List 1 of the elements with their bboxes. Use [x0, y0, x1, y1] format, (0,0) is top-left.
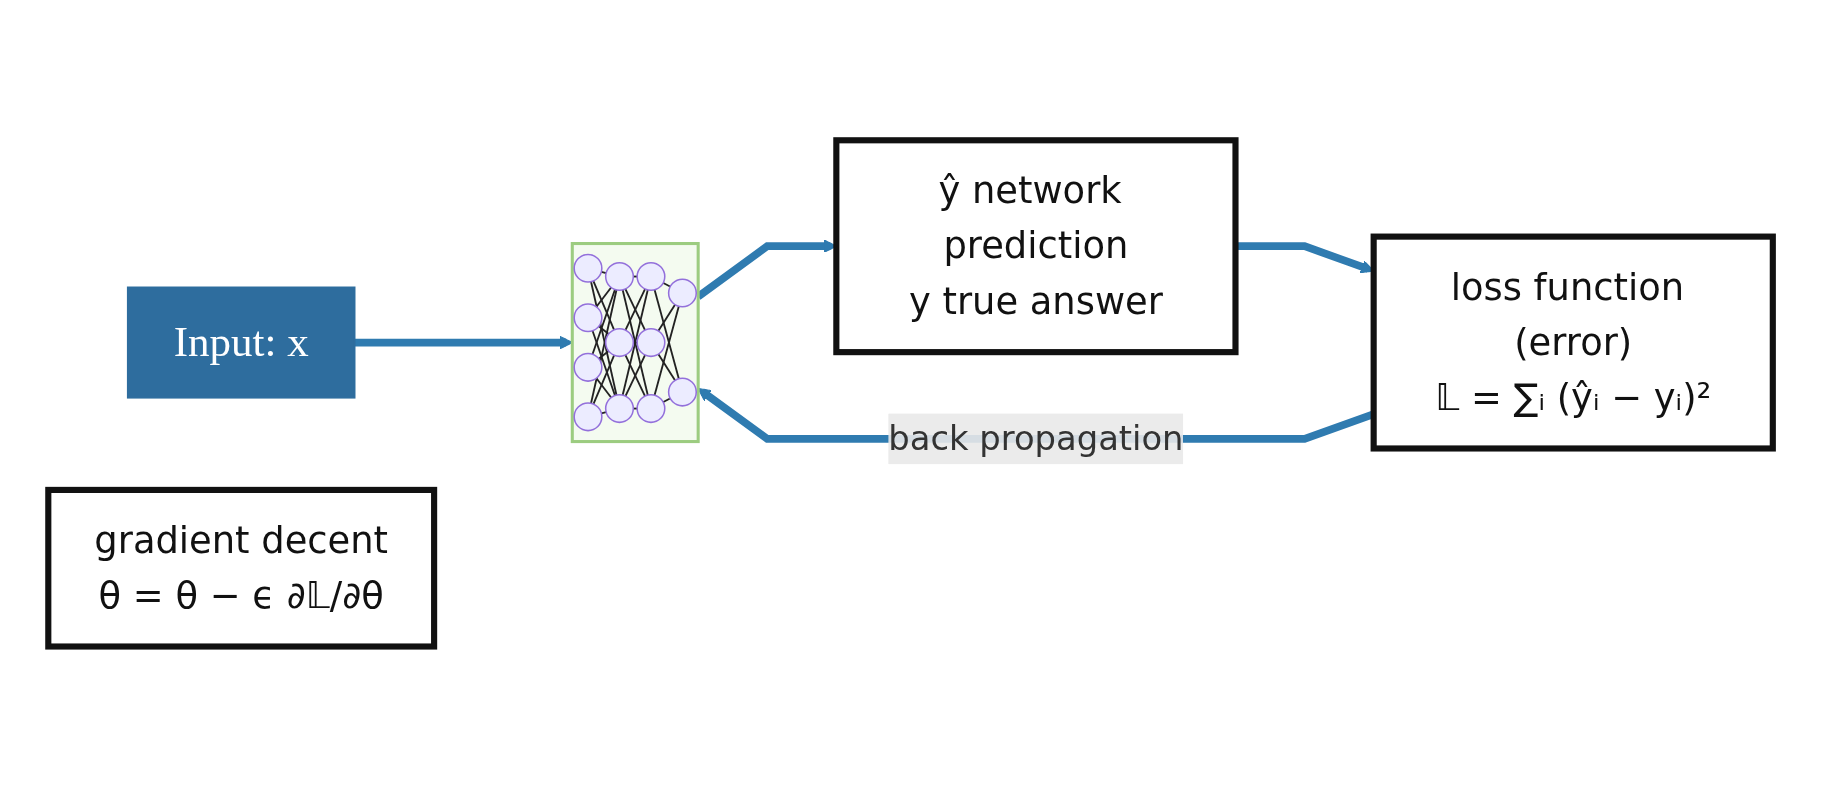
edge-label: back propagation: [888, 419, 1184, 458]
